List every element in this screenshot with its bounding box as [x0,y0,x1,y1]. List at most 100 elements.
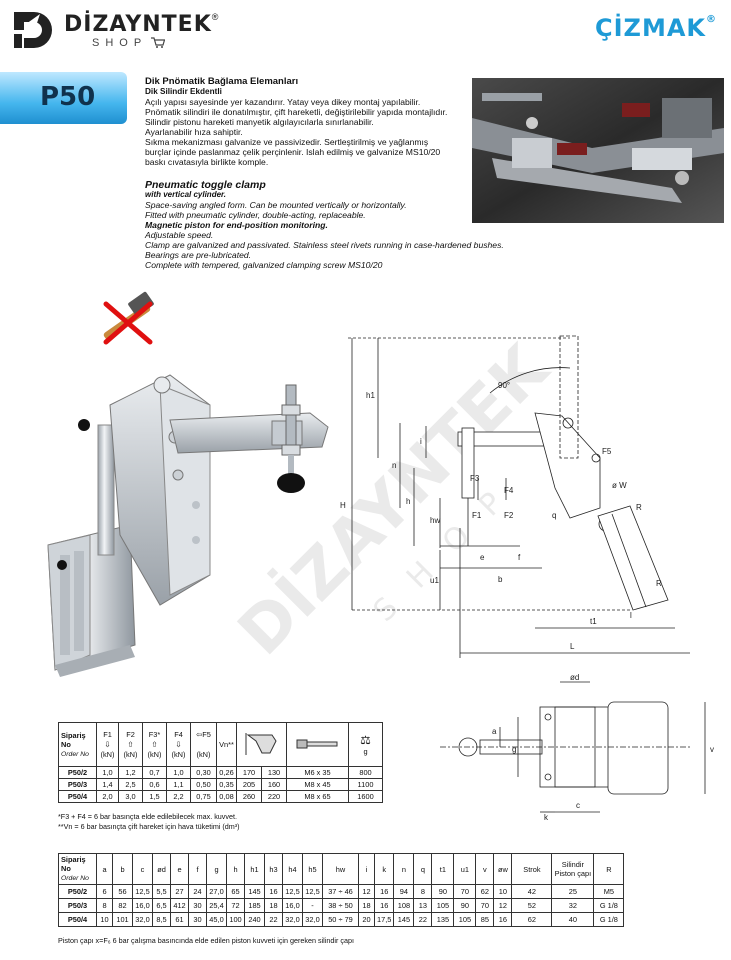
desc-en-line: Fitted with pneumatic cylinder, double-a… [145,210,366,220]
table-cell: 260 [236,790,262,803]
label-i: i [420,437,422,446]
table-cell: 8 [96,898,113,913]
table-cell: 10 [493,884,513,899]
table-cell: 27,0 [206,884,227,899]
table-cell: 0,75 [190,790,217,803]
no-hammer-icon [103,291,154,345]
brand-name: DİZAYNTEK [64,11,212,37]
table-cell: 1,4 [96,778,119,791]
table-cell: 22 [413,912,433,927]
label-c: c [576,801,580,810]
col-header: h5 [302,853,323,885]
table-cell: 0,30 [190,766,217,779]
table-cell: M6 x 35 [286,766,349,779]
table-cell: P50/4 [58,912,97,927]
table-cell: G 1/8 [593,912,625,927]
col-header: q [413,853,433,885]
table-cell: 0,26 [216,766,237,779]
table-row: P50/3 1,4 2,5 0,6 1,1 0,50 0,35 205 160 … [58,778,383,791]
table-cell: 20 [358,912,375,927]
table-cell: 1600 [348,790,383,803]
t1-g: g [363,747,368,756]
up-arrow-icon: ⇧ [151,739,158,749]
col-header: Strok [511,853,553,885]
desc-tr-line: baskı cıvatasıyla birlikte komple. [145,157,269,167]
table-cell: 145 [244,884,265,899]
desc-en-bold: Magnetic piston for end-position monitor… [145,220,328,230]
table-row: P50/4 2,0 3,0 1,5 2,2 0,75 0,08 260 220 … [58,790,383,803]
table-cell: 105 [453,912,477,927]
title-en: Pneumatic toggle clamp [145,179,266,191]
label-g: g [512,745,516,754]
table-cell: 135 [431,912,455,927]
table-cell: M8 x 45 [286,778,349,791]
table-cell: P50/3 [58,898,97,913]
table-row: P50/2 6 56 12,5 5,5 27 24 27,0 65 145 16… [58,884,625,899]
screw-icon [296,739,337,748]
table-cell: 16 [264,884,283,899]
table-cell: 37 ÷ 46 [322,884,359,899]
table-cell: 10 [96,912,113,927]
subtitle-tr: Dik Silindir Ekdentli [145,87,222,96]
col-header: k [373,853,395,885]
t1-unit: (kN) [196,749,211,759]
table-cell: 240 [244,912,265,927]
label-hw: hw [430,516,440,525]
table-cell: 12,5 [302,884,323,899]
table-cell: P50/3 [58,778,97,791]
up-arrow-icon: ⇧ [127,739,134,749]
table-cell: 45,0 [206,912,227,927]
label-l: l [630,611,632,620]
table-cell: 1,0 [96,766,119,779]
col-header: R [593,853,625,885]
dizayntek-logo-mark-icon [14,12,52,48]
col-header: h [226,853,245,885]
table-cell: 70 [453,884,477,899]
table-cell: 12,5 [282,884,303,899]
desc-tr-line: Açılı yapısı sayesinde yer kazandırır. Y… [145,97,421,107]
col-header: f [188,853,207,885]
label-R1: R [636,503,642,512]
table-cell: 52 [511,898,553,913]
col-header: u1 [453,853,477,885]
col-header: ød [152,853,171,885]
col-header: c [132,853,153,885]
dizayntek-logo: DİZAYNTEK® SHOP [10,8,218,52]
table-cell: 1100 [348,778,383,791]
table-cell: 42 [511,884,553,899]
desc-tr-line: Ayarlanabilir hıza sahiptir. [145,127,243,137]
table-cell: 82 [112,898,133,913]
table-cell: 56 [112,884,133,899]
desc-tr-line: burçlar içinde paslanmaz çelik perçinlen… [145,147,441,157]
table-cell: P50/4 [58,790,97,803]
label-b: b [498,575,503,584]
label-k: k [544,813,549,822]
table-cell: 18 [358,898,375,913]
label-h1: h1 [366,391,375,400]
table-cell: G 1/8 [593,898,625,913]
table-cell: 101 [112,912,133,927]
table-row: P50/2 1,0 1,2 0,7 1,0 0,30 0,26 170 130 … [58,766,383,779]
label-q: q [552,511,556,520]
label-R2: R [656,579,662,588]
table-cell: 90 [453,898,477,913]
t1-unit: (kN) [123,749,138,759]
down-arrow-icon: ⇩ [175,739,182,749]
footnote: Piston çapı x=F₆ 6 bar çalışma basıncınd… [58,936,354,945]
table-cell: 32,0 [132,912,153,927]
table-cell: 16 [373,884,395,899]
subtitle-en: with vertical cylinder. [145,190,226,199]
product-code-tab: P50 [0,72,127,124]
table-cell: 145 [393,912,415,927]
cart-icon [151,37,166,48]
col-header: e [170,853,189,885]
label-oW: ø W [612,481,627,490]
col-header: h3 [264,853,283,885]
table-cell: 185 [244,898,265,913]
table-cell: 25,4 [206,898,227,913]
table-cell: 50 ÷ 79 [322,912,359,927]
label-a: a [492,727,497,736]
desc-en-line: Complete with tempered, galvanized clamp… [145,260,383,270]
